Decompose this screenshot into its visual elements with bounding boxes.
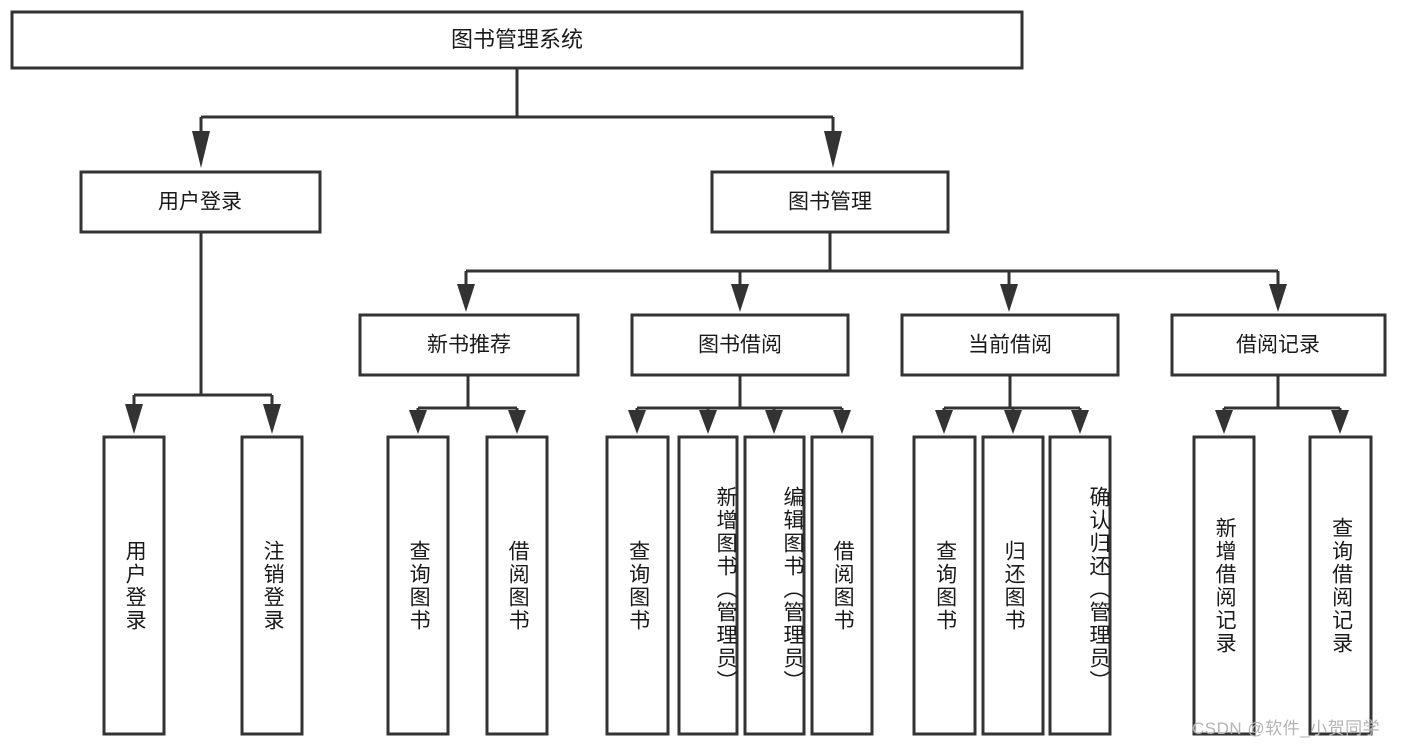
node-book-borrow[interactable]: 图书借阅 <box>630 313 850 377</box>
book-borrow-label: 图书借阅 <box>698 334 782 357</box>
book-borrow-box[interactable] <box>630 313 850 377</box>
arrowhead-leaf-logout-login <box>263 404 281 434</box>
arrowhead-user-login <box>192 131 210 168</box>
arrowhead-book-borrow <box>731 284 749 312</box>
leaf-edit-book-box[interactable] <box>743 435 806 736</box>
leaf-return-book-box[interactable] <box>981 435 1045 736</box>
arrowhead-leaf-borrow-book-1 <box>508 410 526 434</box>
arrowhead-book-management <box>824 131 842 168</box>
root-box[interactable] <box>10 10 1024 70</box>
leaf-borrow-book-2-box[interactable] <box>810 435 874 736</box>
leaf-user-login-box[interactable] <box>102 435 166 736</box>
csdn-watermark: CSDN @软件_小贺同学 <box>1192 719 1381 738</box>
arrowhead-leaf-query-book-2 <box>628 410 646 434</box>
node-user-login[interactable]: 用户登录 <box>79 170 322 234</box>
leaf-borrow-book-1-box[interactable] <box>485 435 549 736</box>
arrowhead-leaf-query-book-3 <box>935 410 953 434</box>
connector-layer <box>125 68 1349 434</box>
node-borrow-record[interactable]: 借阅记录 <box>1170 313 1387 377</box>
current-borrow-label: 当前借阅 <box>968 334 1052 357</box>
arrowhead-leaf-edit-book <box>765 410 783 434</box>
leaf-add-record-box[interactable] <box>1192 435 1256 736</box>
arrowhead-leaf-borrow-book-2 <box>833 410 851 434</box>
node-root[interactable]: 图书管理系统 <box>10 10 1024 70</box>
arrowhead-borrow-record <box>1269 284 1287 312</box>
arrowhead-new-book-recommend <box>457 284 475 312</box>
arrowhead-current-borrow <box>1000 284 1018 312</box>
borrow-record-label: 借阅记录 <box>1236 334 1320 357</box>
user-login-box[interactable] <box>79 170 322 234</box>
root-label: 图书管理系统 <box>451 27 583 52</box>
borrow-record-box[interactable] <box>1170 313 1387 377</box>
arrowhead-leaf-user-login <box>125 404 143 434</box>
arrowhead-leaf-return-book <box>1004 410 1022 434</box>
arrowhead-leaf-add-book <box>699 410 717 434</box>
arrowhead-leaf-query-record <box>1331 410 1349 434</box>
book-management-box[interactable] <box>710 170 950 234</box>
current-borrow-box[interactable] <box>900 313 1120 377</box>
book-management-label: 图书管理 <box>788 191 872 214</box>
leaf-add-book-box[interactable] <box>677 435 739 736</box>
node-book-management[interactable]: 图书管理 <box>710 170 950 234</box>
node-new-book-recommend[interactable]: 新书推荐 <box>358 313 580 377</box>
leaf-query-book-2-box[interactable] <box>605 435 670 736</box>
leaf-query-record-box[interactable] <box>1308 435 1373 736</box>
arrowhead-leaf-confirm-return <box>1071 410 1089 434</box>
leaf-box-layer <box>102 435 1373 736</box>
node-current-borrow[interactable]: 当前借阅 <box>900 313 1120 377</box>
user-login-label: 用户登录 <box>158 191 242 214</box>
leaf-query-book-3-box[interactable] <box>912 435 977 736</box>
arrowhead-leaf-add-record <box>1215 410 1233 434</box>
new-book-recommend-label: 新书推荐 <box>427 334 511 357</box>
arrowhead-leaf-query-book-1 <box>409 410 427 434</box>
leaf-logout-login-box[interactable] <box>240 435 304 736</box>
leaf-query-book-1-box[interactable] <box>386 435 450 736</box>
leaf-confirm-return-box[interactable] <box>1048 435 1112 736</box>
new-book-recommend-box[interactable] <box>358 313 580 377</box>
